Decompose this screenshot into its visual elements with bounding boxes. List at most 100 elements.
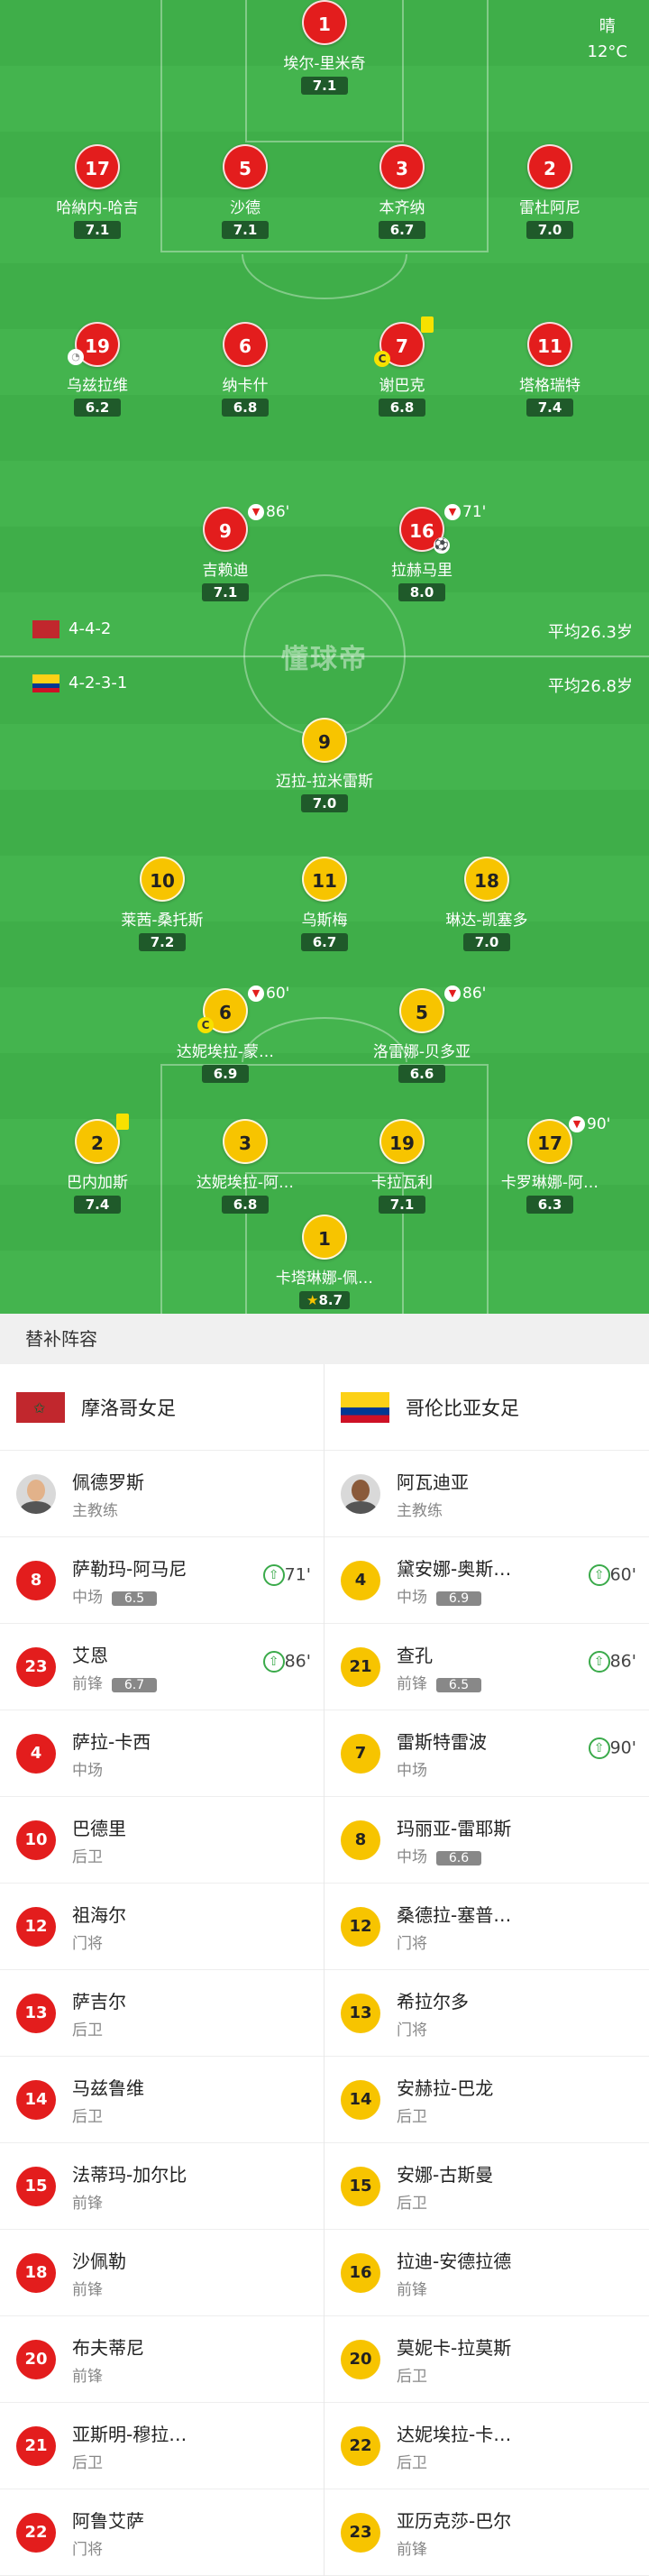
sub-number: 14	[341, 2079, 380, 2120]
star-icon: ★	[306, 1292, 319, 1308]
sub-position-line: 门将	[397, 1930, 511, 1953]
sub-name: 亚历克莎-巴尔	[397, 2509, 512, 2532]
sub-out-badge: ▼90'	[569, 1115, 610, 1133]
home-player[interactable]: 5 沙德 7.1	[178, 144, 313, 239]
home-player[interactable]: 16⚽ ▼71' 拉赫马里 8.0	[354, 503, 489, 601]
away-formation: 4-2-3-1	[32, 674, 127, 692]
sub-rating: 6.7	[112, 1677, 157, 1692]
home-player[interactable]: 3 本齐纳 6.7	[334, 144, 470, 239]
coach-row[interactable]: 佩德罗斯主教练	[0, 1451, 324, 1537]
player-number: 11	[302, 857, 347, 902]
sub-position-line: 门将	[72, 1930, 126, 1953]
home-player[interactable]: 1 埃尔-里米奇 7.1	[257, 0, 392, 95]
sub-number: 12	[341, 1906, 380, 1947]
sub-position-line: 后卫	[397, 2190, 493, 2213]
away-player[interactable]: 5 ▼86' 洛雷娜-贝多亚 6.6	[354, 985, 489, 1083]
sub-number: 23	[341, 2512, 380, 2553]
away-player[interactable]: 11 乌斯梅 6.7	[257, 857, 392, 951]
player-name: 吉赖迪	[202, 562, 249, 580]
away-player[interactable]: 1 卡塔琳娜-佩… ★8.7	[257, 1215, 392, 1309]
coach-role: 主教练	[72, 1501, 118, 1520]
coach-row[interactable]: 阿瓦迪亚主教练	[324, 1451, 649, 1537]
player-name: 乌兹拉维	[67, 377, 128, 395]
coach-avatar	[16, 1473, 56, 1514]
away-player[interactable]: 18 琳达-凯塞多 7.0	[419, 857, 554, 951]
away-player[interactable]: 9 迈拉-拉米雷斯 7.0	[257, 718, 392, 812]
sub-number: 13	[341, 1993, 380, 2033]
sub-player-row[interactable]: 23 亚历克莎-巴尔前锋	[324, 2489, 649, 2576]
sub-rating: 6.6	[436, 1850, 481, 1866]
home-player[interactable]: 11 塔格瑞特 7.4	[482, 322, 617, 417]
sub-out-icon: ▼	[569, 1116, 585, 1132]
home-team-header[interactable]: ✩ 摩洛哥女足	[0, 1364, 324, 1451]
player-number: 18	[464, 857, 509, 902]
away-player[interactable]: 10 莱茜-桑托斯 7.2	[95, 857, 230, 951]
sub-position: 后卫	[72, 1847, 103, 1866]
sub-name: 沙佩勒	[72, 2250, 126, 2272]
sub-in-minute: 86'	[609, 1651, 636, 1672]
home-player[interactable]: 17 哈納内-哈吉 7.1	[30, 144, 165, 239]
sub-number: 15	[16, 2166, 56, 2206]
coach-name: 佩德罗斯	[72, 1471, 144, 1493]
sub-name: 查孔	[397, 1644, 433, 1666]
away-player[interactable]: 2 巴内加斯 7.4	[30, 1114, 165, 1214]
weather-condition: 晴	[599, 17, 616, 36]
away-player[interactable]: 3 达妮埃拉-阿… 6.8	[178, 1119, 313, 1214]
sub-name: 雷斯特雷波	[397, 1730, 487, 1753]
away-team-header[interactable]: 哥伦比亚女足	[324, 1364, 649, 1451]
sub-in-minute: 86'	[284, 1651, 311, 1672]
sub-name: 安娜-古斯曼	[397, 2163, 494, 2186]
home-player[interactable]: 2 雷杜阿尼 7.0	[482, 144, 617, 239]
penalty-icon: ◔	[68, 349, 84, 365]
player-rating: 6.6	[398, 1065, 445, 1083]
player-name: 纳卡什	[222, 377, 269, 395]
sub-number: 21	[341, 1646, 380, 1687]
sub-position: 门将	[397, 1934, 427, 1953]
home-player[interactable]: 9 ▼86' 吉赖迪 7.1	[158, 503, 293, 601]
sub-in-badge: ⇧90'	[588, 1737, 636, 1759]
sub-out-badge: ▼86'	[248, 503, 289, 521]
flag-star-icon: ✩	[33, 1398, 46, 1416]
sub-out-minute: 60'	[266, 985, 290, 1003]
sub-number: 10	[16, 1820, 56, 1860]
sub-name: 拉迪-安德拉德	[397, 2250, 512, 2272]
sub-position: 前锋	[397, 2540, 427, 2559]
home-player[interactable]: 19◔ 乌兹拉维 6.2	[30, 322, 165, 417]
home-player[interactable]: 6 纳卡什 6.8	[178, 322, 313, 417]
player-number: 2	[527, 144, 572, 189]
player-rating: 7.0	[463, 933, 510, 951]
sub-position-line: 门将	[397, 2017, 469, 2040]
away-player[interactable]: 17 ▼90' 卡罗琳娜-阿… 6.3	[482, 1115, 617, 1214]
sub-player-row[interactable]: 13 希拉尔多门将	[324, 1970, 649, 2057]
player-name: 卡塔琳娜-佩…	[275, 1270, 374, 1288]
sub-rating: 6.9	[436, 1591, 481, 1606]
away-player[interactable]: 19 卡拉瓦利 7.1	[334, 1119, 470, 1214]
sub-name: 希拉尔多	[397, 1990, 469, 2012]
